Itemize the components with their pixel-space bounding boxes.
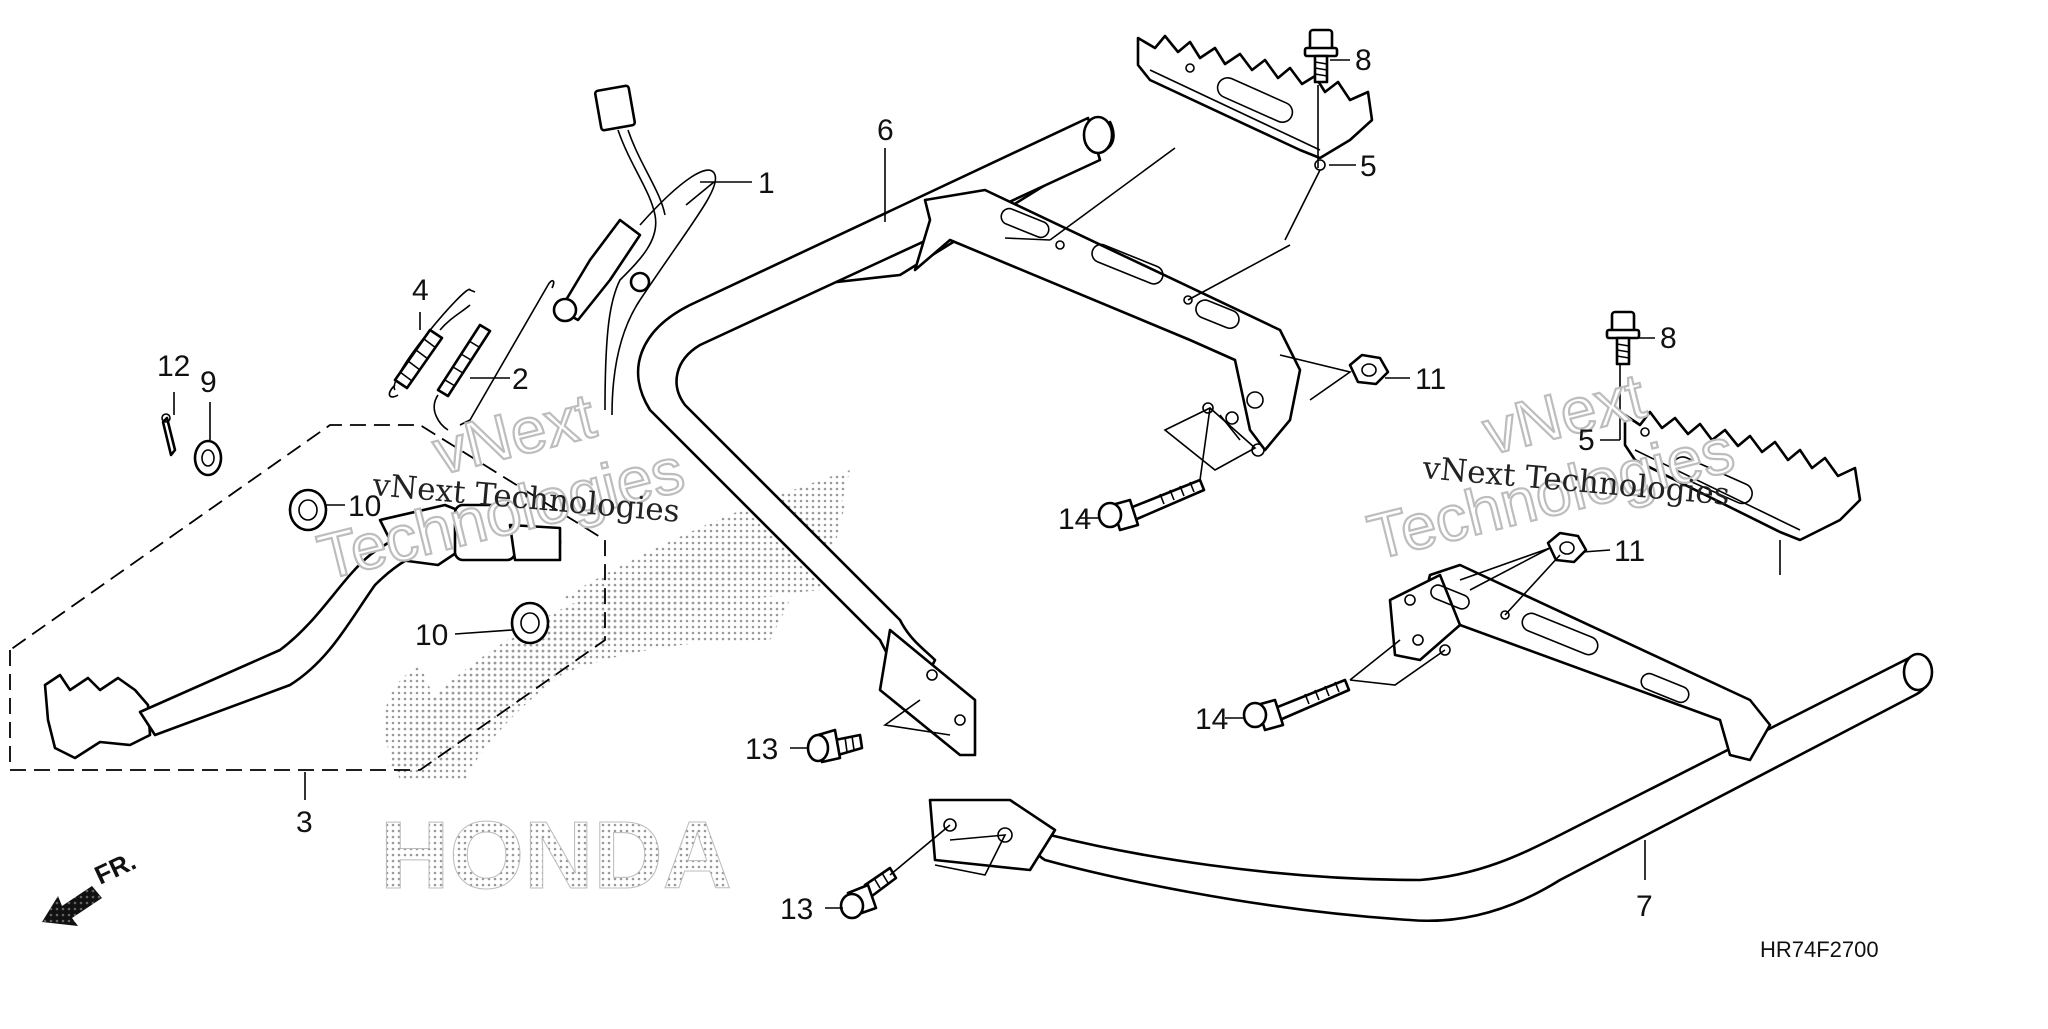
step-bar-7 (928, 563, 1934, 923)
footrest-lower (1623, 410, 1862, 542)
long-bolt-upper (1097, 478, 1206, 532)
brake-pedal (43, 503, 562, 760)
callout-2: 2 (512, 363, 529, 396)
callout-11-upper: 11 (1415, 363, 1446, 396)
bolt-lower (1605, 310, 1641, 366)
callout-5-lower: 5 (1578, 424, 1595, 457)
bush-lower (510, 601, 550, 645)
callout-9: 9 (200, 366, 217, 399)
nut-upper (1348, 353, 1390, 386)
callout-10-lower: 10 (415, 619, 448, 652)
front-direction-label: FR. (90, 846, 141, 891)
brake-switch (552, 84, 717, 416)
leader-lines (173, 59, 1781, 909)
callout-3: 3 (296, 806, 313, 839)
callout-7: 7 (1636, 890, 1653, 923)
callout-1: 1 (758, 167, 775, 200)
nut-lower (1546, 531, 1588, 564)
callout-5-upper: 5 (1360, 150, 1377, 183)
cotter-pin (161, 413, 177, 457)
callout-11-lower: 11 (1614, 535, 1645, 568)
callout-12: 12 (157, 350, 190, 383)
callout-8-upper: 8 (1355, 44, 1372, 77)
front-direction-arrow: FR. (42, 846, 141, 926)
callout-10-upper: 10 (348, 490, 381, 523)
bush-upper (288, 488, 328, 532)
step-bar-6 (636, 115, 1302, 757)
callout-6: 6 (877, 114, 894, 147)
callout-13-upper: 13 (745, 733, 778, 766)
flange-bolt-lower (839, 866, 898, 920)
callout-8-lower: 8 (1660, 322, 1677, 355)
callout-13-lower: 13 (780, 893, 813, 926)
callout-14-upper: 14 (1058, 503, 1091, 536)
footrest-upper (1136, 34, 1374, 171)
spring-4 (388, 288, 476, 398)
flange-bolt-upper (806, 728, 864, 764)
honda-wing-logo: HONDA (380, 470, 850, 910)
washer (193, 439, 223, 477)
long-bolt-lower (1242, 678, 1351, 732)
spring-2 (433, 279, 555, 431)
diagram-reference-code: HR74F2700 (1760, 937, 1879, 962)
brake-pedal-assembly-boundary (9, 424, 606, 771)
callout-4: 4 (412, 274, 429, 307)
callout-labels: 1 2 3 4 5 5 6 7 8 8 9 10 10 11 11 12 13 … (157, 44, 1677, 926)
callout-14-lower: 14 (1195, 703, 1228, 736)
bolt-upper (1303, 28, 1339, 84)
honda-wordmark: HONDA (380, 802, 732, 909)
